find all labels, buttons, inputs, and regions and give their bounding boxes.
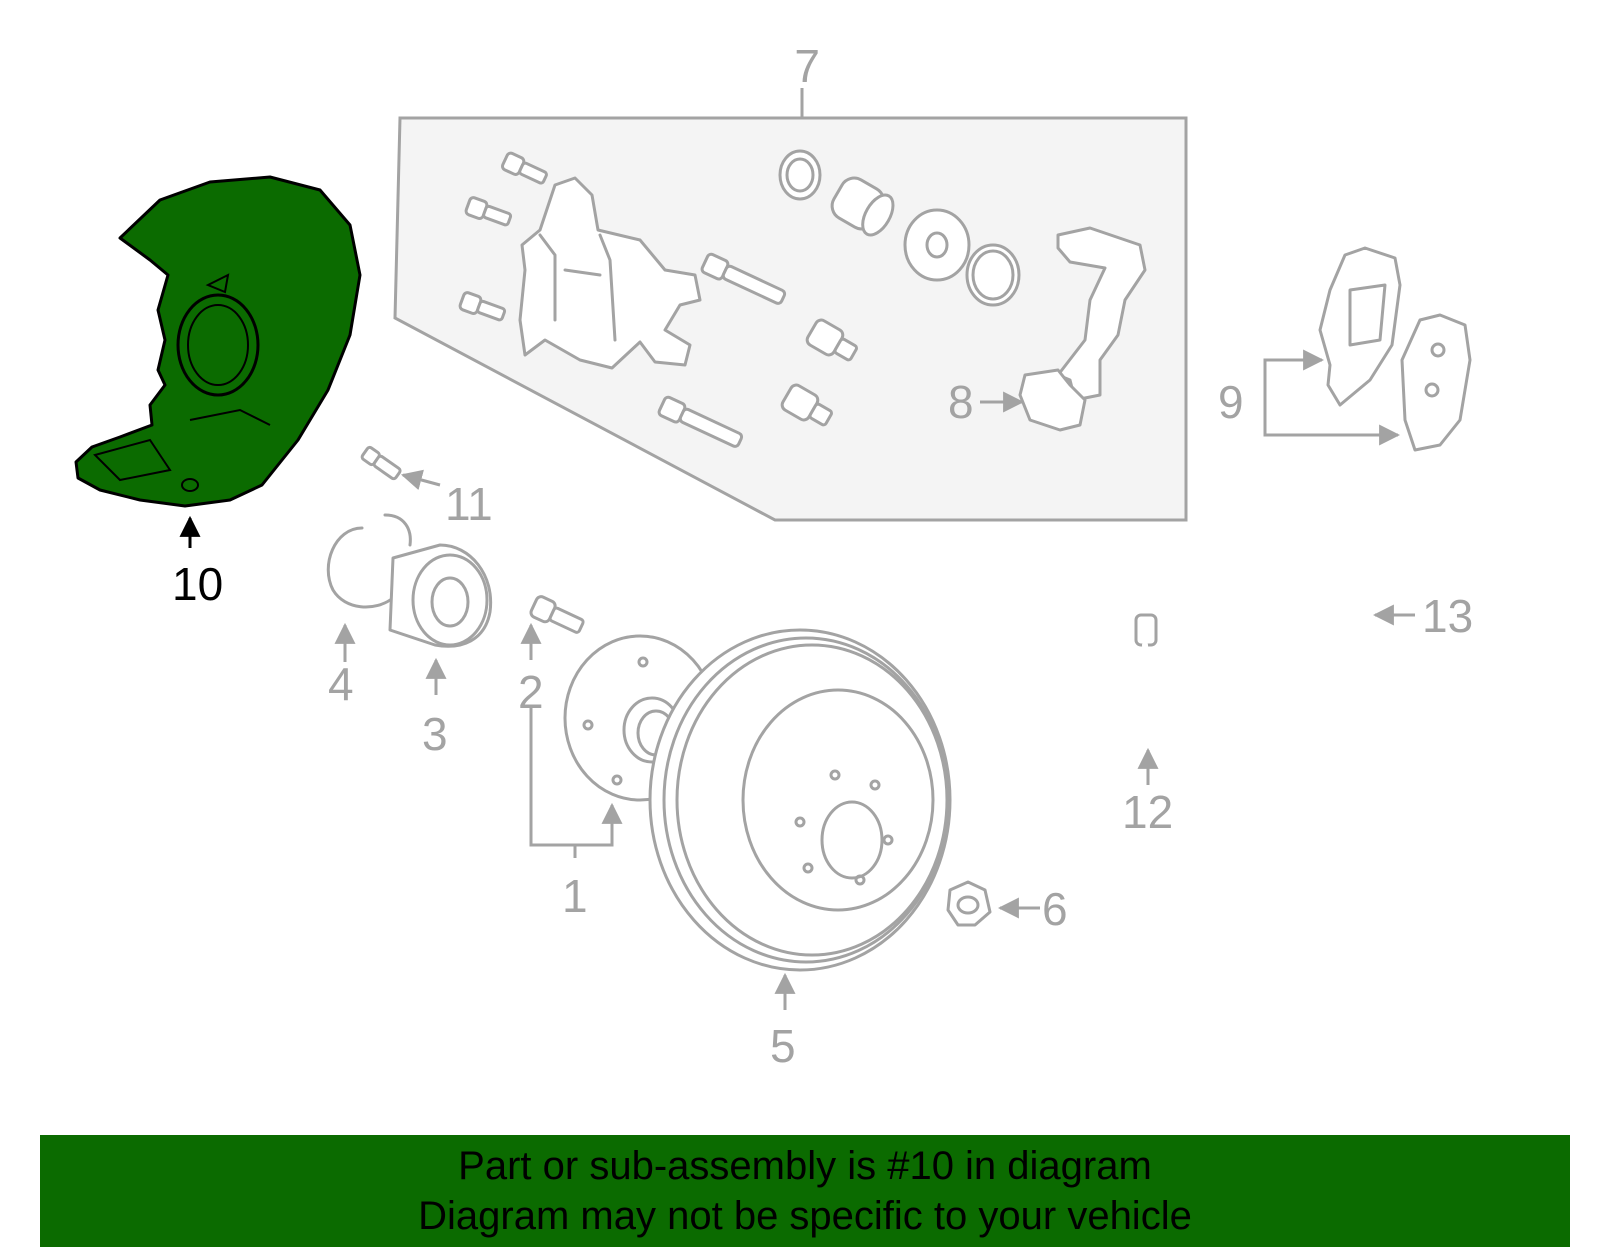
- callout-5: 5: [770, 1020, 796, 1072]
- callout-8: 8: [948, 376, 974, 428]
- callout-2: 2: [518, 666, 544, 718]
- callout-9: 9: [1218, 376, 1244, 428]
- callout-6: 6: [1042, 883, 1068, 935]
- brake-pads: [1318, 246, 1472, 452]
- banner-line-1: Part or sub-assembly is #10 in diagram: [458, 1144, 1152, 1188]
- callout-3: 3: [422, 708, 448, 760]
- nut: [946, 880, 1040, 927]
- callout-11: 11: [445, 478, 493, 530]
- dust-shield-highlighted: [74, 175, 362, 548]
- caliper-bolts: [458, 151, 858, 448]
- callout-13: 13: [1422, 590, 1473, 642]
- hub-bolt: [520, 595, 585, 660]
- banner-line-2: Diagram may not be specific to your vehi…: [418, 1194, 1192, 1238]
- snap-ring-and-bearing: [326, 513, 493, 695]
- callout-1: 1: [562, 870, 588, 922]
- brake-hose: [990, 613, 1159, 871]
- callout-arrows: [980, 349, 1401, 446]
- caliper-body: [518, 176, 702, 370]
- brake-rotor: [648, 628, 952, 1010]
- abs-sensor: [1221, 560, 1524, 871]
- callout-12: 12: [1122, 786, 1173, 838]
- piston-seals: [778, 149, 1021, 307]
- callout-7: 7: [794, 40, 820, 92]
- callout-10: 10: [172, 558, 223, 610]
- clip: [360, 445, 441, 491]
- callout-4: 4: [328, 658, 354, 710]
- info-banner: Part or sub-assembly is #10 in diagram D…: [40, 1135, 1570, 1247]
